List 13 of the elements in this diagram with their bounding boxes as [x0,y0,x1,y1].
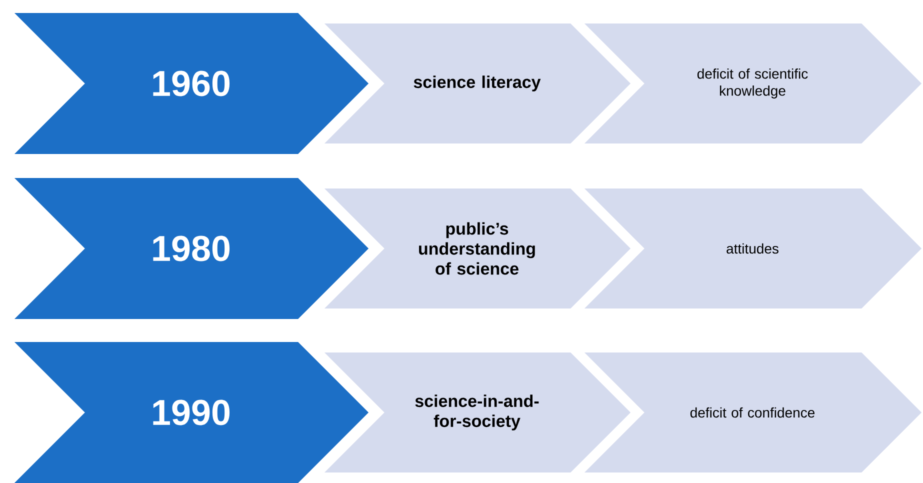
process-step: deficit of scientific knowledge [580,22,923,146]
node-label: deficit of scientific knowledge [697,68,808,99]
process-step: attitudes [580,186,923,310]
process-step: science-in-and-for-society [320,350,634,474]
process-step: science literacy [320,22,634,146]
process-step: 1960 [10,11,372,156]
node-label: science-in-and-for-society [415,394,539,430]
process-step: public’s understanding of science [320,186,634,310]
node-label: attitudes [726,243,778,254]
process-step: 1990 [10,340,372,483]
process-step: deficit of confidence [580,350,923,474]
process-step: 1980 [10,176,372,321]
node-label: deficit of confidence [690,407,815,418]
